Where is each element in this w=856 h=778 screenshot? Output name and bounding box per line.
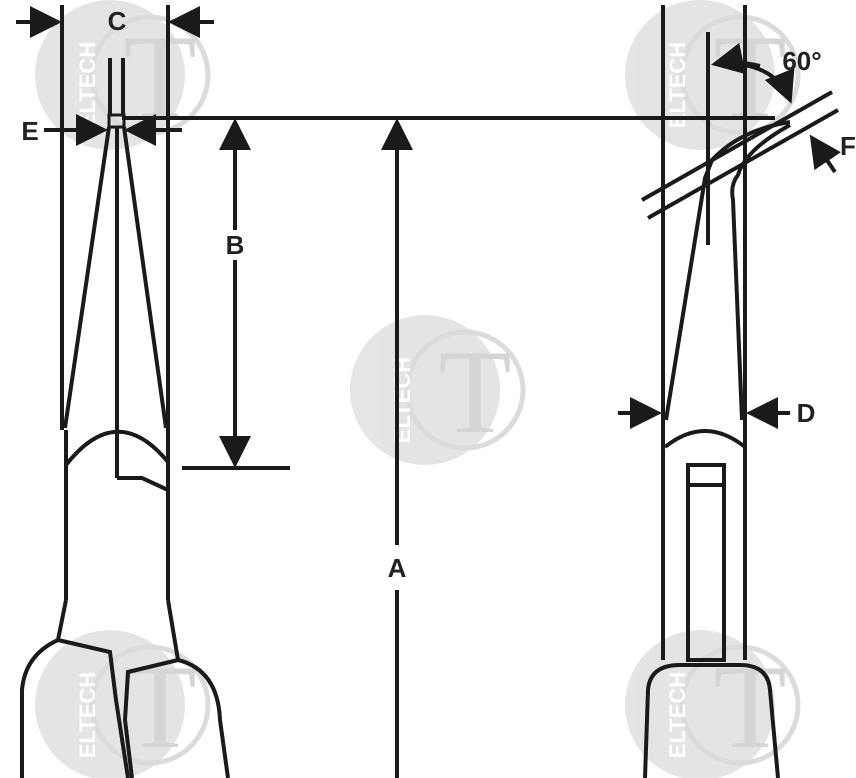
label-c: C (108, 6, 127, 36)
eltech-watermark: T ELTECH (35, 630, 211, 778)
label-d: D (797, 398, 816, 428)
watermark-letter: T (123, 640, 196, 773)
watermark-letter: T (438, 325, 511, 458)
angle-60: 60° (711, 42, 822, 104)
eltech-watermark: T ELTECH (350, 315, 526, 465)
dimension-c: C (16, 6, 214, 38)
watermark-text: ELTECH (75, 42, 100, 128)
label-f: F (840, 131, 856, 161)
dimension-d: D (618, 397, 816, 429)
watermark-text: ELTECH (665, 672, 690, 758)
label-angle: 60° (782, 46, 821, 76)
dimension-a: A (381, 118, 413, 778)
watermark-text: ELTECH (390, 357, 415, 443)
label-b: B (226, 230, 245, 260)
watermark-text: ELTECH (665, 42, 690, 128)
dimension-b: B (182, 118, 290, 470)
watermark-letter: T (123, 10, 196, 143)
watermark-text: ELTECH (75, 672, 100, 758)
label-e: E (21, 116, 38, 146)
label-a: A (388, 553, 407, 583)
dimension-f: F (809, 131, 856, 174)
left-plier-front-view (20, 5, 230, 778)
dimension-e: E (21, 114, 182, 146)
right-plier-side-view (641, 5, 839, 778)
